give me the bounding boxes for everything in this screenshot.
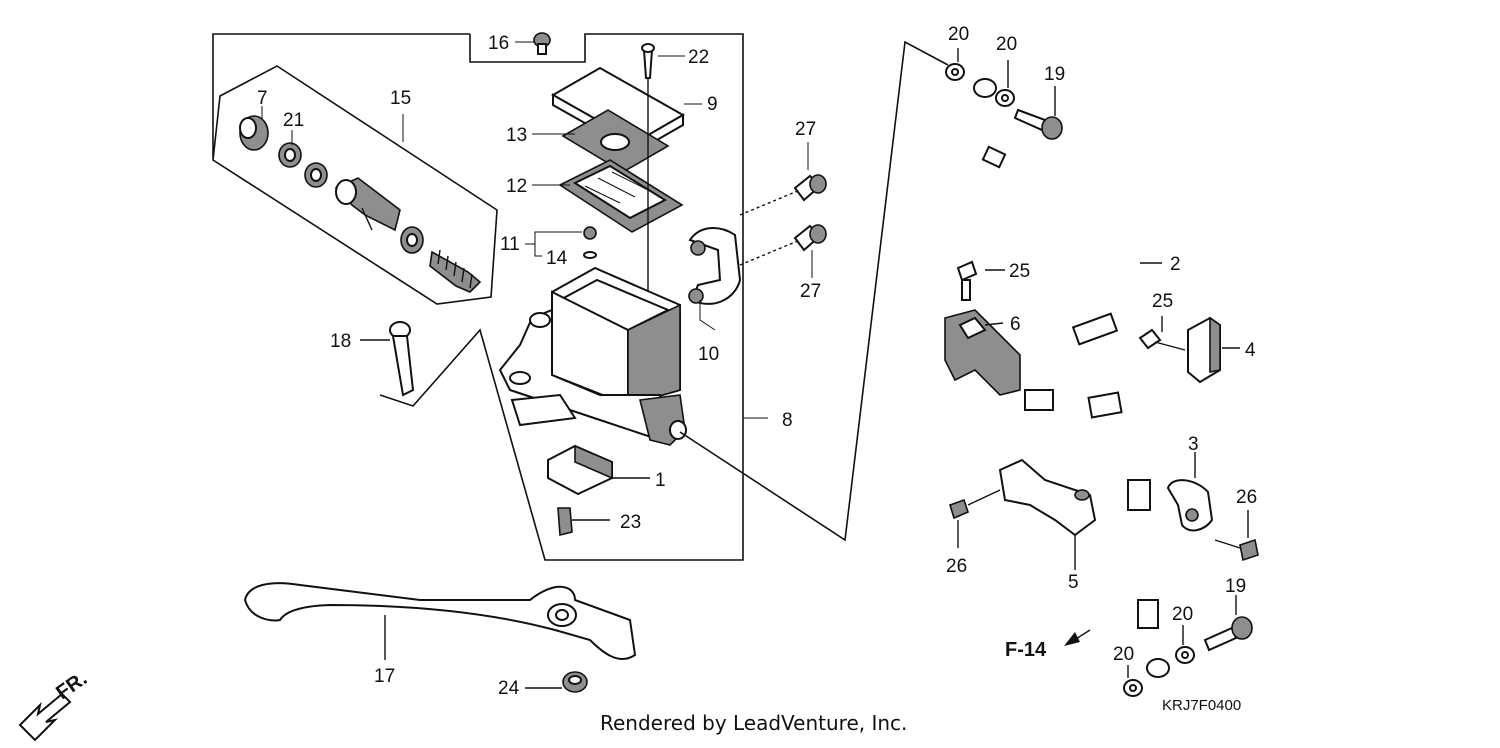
callout-27-lower: 27 [800, 281, 821, 302]
callout-19-lower: 19 [1225, 576, 1246, 597]
callout-10: 10 [698, 344, 719, 365]
callout-3: 3 [1188, 434, 1199, 455]
reservoir-cap-stack [550, 43, 686, 335]
front-arrow-icon [18, 692, 72, 742]
master-cylinder-assembly-outline [212, 33, 768, 561]
callout-13: 13 [506, 125, 527, 146]
callout-23: 23 [620, 512, 641, 533]
mount-screw [533, 32, 551, 55]
callout-9: 9 [707, 94, 718, 115]
hose-stay [949, 458, 1097, 570]
hose-bracket-right [1138, 316, 1240, 384]
hose-group-outline [679, 40, 949, 542]
pivot-bolt [360, 321, 415, 397]
callout-8: 8 [782, 410, 793, 431]
brake-lever [243, 582, 637, 660]
callout-25-right: 25 [1152, 291, 1173, 312]
callout-12: 12 [506, 176, 527, 197]
callout-26-right: 26 [1236, 487, 1257, 508]
callout-6: 6 [1010, 314, 1021, 335]
callout-18: 18 [330, 331, 351, 352]
page-ref-label: F-14 [1005, 639, 1047, 661]
callout-25-upper: 25 [1009, 261, 1030, 282]
piston-set-box [212, 65, 498, 305]
diagram-code: KRJ7F0400 [1162, 697, 1241, 714]
callout-27-upper: 27 [795, 119, 816, 140]
callout-24: 24 [498, 678, 520, 699]
piston-set-parts [239, 115, 482, 293]
lever-nut [525, 671, 588, 693]
callout-20-b: 20 [996, 34, 1017, 55]
front-direction-indicator: FR. [18, 668, 91, 742]
callout-22: 22 [688, 47, 709, 68]
credit-line: Rendered by LeadVenture, Inc. [600, 711, 907, 735]
callout-14: 14 [546, 248, 568, 269]
callout-26-left: 26 [946, 556, 967, 577]
brake-hose [971, 78, 1170, 678]
callout-16: 16 [488, 33, 509, 54]
callout-20-c: 20 [1113, 644, 1134, 665]
callout-4: 4 [1245, 340, 1256, 361]
callout-19-upper: 19 [1044, 64, 1065, 85]
handlebar-holder [688, 174, 827, 331]
master-cylinder-body [498, 266, 687, 446]
callout-11: 11 [500, 234, 520, 255]
callout-20-d: 20 [1172, 604, 1193, 625]
upper-banjo-fittings [945, 48, 1063, 140]
callout-21: 21 [283, 110, 304, 131]
callout-labels: 1 2 3 4 5 6 7 8 9 10 11 12 13 14 15 16 1… [257, 24, 1257, 699]
hose-clamp-lower [1166, 452, 1259, 562]
callout-2: 2 [1170, 254, 1181, 275]
hose-clamp-upper [944, 260, 1021, 396]
brake-light-switch [547, 444, 650, 537]
leader-lines [261, 41, 813, 278]
callout-20-a: 20 [948, 24, 969, 45]
callout-15: 15 [390, 88, 411, 109]
page-reference: F-14 [1005, 629, 1091, 661]
callout-7: 7 [257, 88, 268, 109]
callout-5: 5 [1068, 572, 1079, 593]
callout-1: 1 [655, 470, 666, 491]
lower-banjo-fittings [1123, 595, 1253, 697]
callout-17: 17 [374, 666, 395, 687]
